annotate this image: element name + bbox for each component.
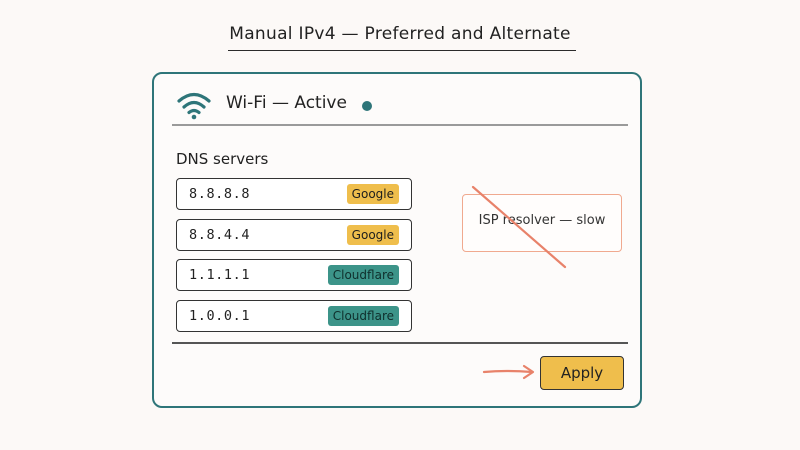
- wifi-icon: [177, 92, 211, 120]
- dns-server-row[interactable]: 1.0.0.1 Cloudflare: [176, 299, 412, 332]
- isp-resolver-option: ISP resolver — slow: [462, 185, 622, 269]
- dns-server-ip: 8.8.8.8: [189, 186, 251, 202]
- active-status-dot: [362, 101, 372, 111]
- dns-server-ip: 8.8.4.4: [189, 226, 251, 243]
- dns-server-ip: 1.1.1.1: [189, 267, 251, 283]
- strikethrough-mark: [471, 185, 567, 269]
- provider-badge: Cloudflare: [327, 265, 399, 285]
- network-label: Wi-Fi — Active: [226, 93, 347, 113]
- dns-server-row[interactable]: 8.8.8.8 Google: [176, 178, 412, 210]
- header-divider: [172, 124, 628, 126]
- provider-badge: Google: [346, 184, 399, 204]
- footer-divider: [172, 342, 628, 344]
- page-title-text: Manual IPv4 — Preferred and Alternate: [229, 24, 571, 44]
- dns-server-list: 8.8.8.8 Google 8.8.4.4 Google 1.1.1.1 Cl…: [176, 178, 412, 340]
- dns-server-row[interactable]: 1.1.1.1 Cloudflare: [176, 259, 412, 291]
- apply-button[interactable]: Apply: [540, 356, 624, 390]
- page-title: Manual IPv4 — Preferred and Alternate: [0, 24, 800, 50]
- provider-badge: Cloudflare: [327, 305, 399, 326]
- dns-server-ip: 1.0.0.1: [189, 307, 251, 324]
- dns-server-row[interactable]: 8.8.4.4 Google: [176, 218, 412, 251]
- provider-badge: Google: [346, 224, 399, 245]
- dns-heading: DNS servers: [176, 150, 269, 168]
- isp-resolver-label: ISP resolver — slow: [478, 213, 606, 228]
- network-settings-window: Wi-Fi — Active DNS servers 8.8.8.8 Googl…: [152, 72, 642, 408]
- title-underline: [228, 50, 576, 51]
- arrow-right-icon: [482, 364, 535, 380]
